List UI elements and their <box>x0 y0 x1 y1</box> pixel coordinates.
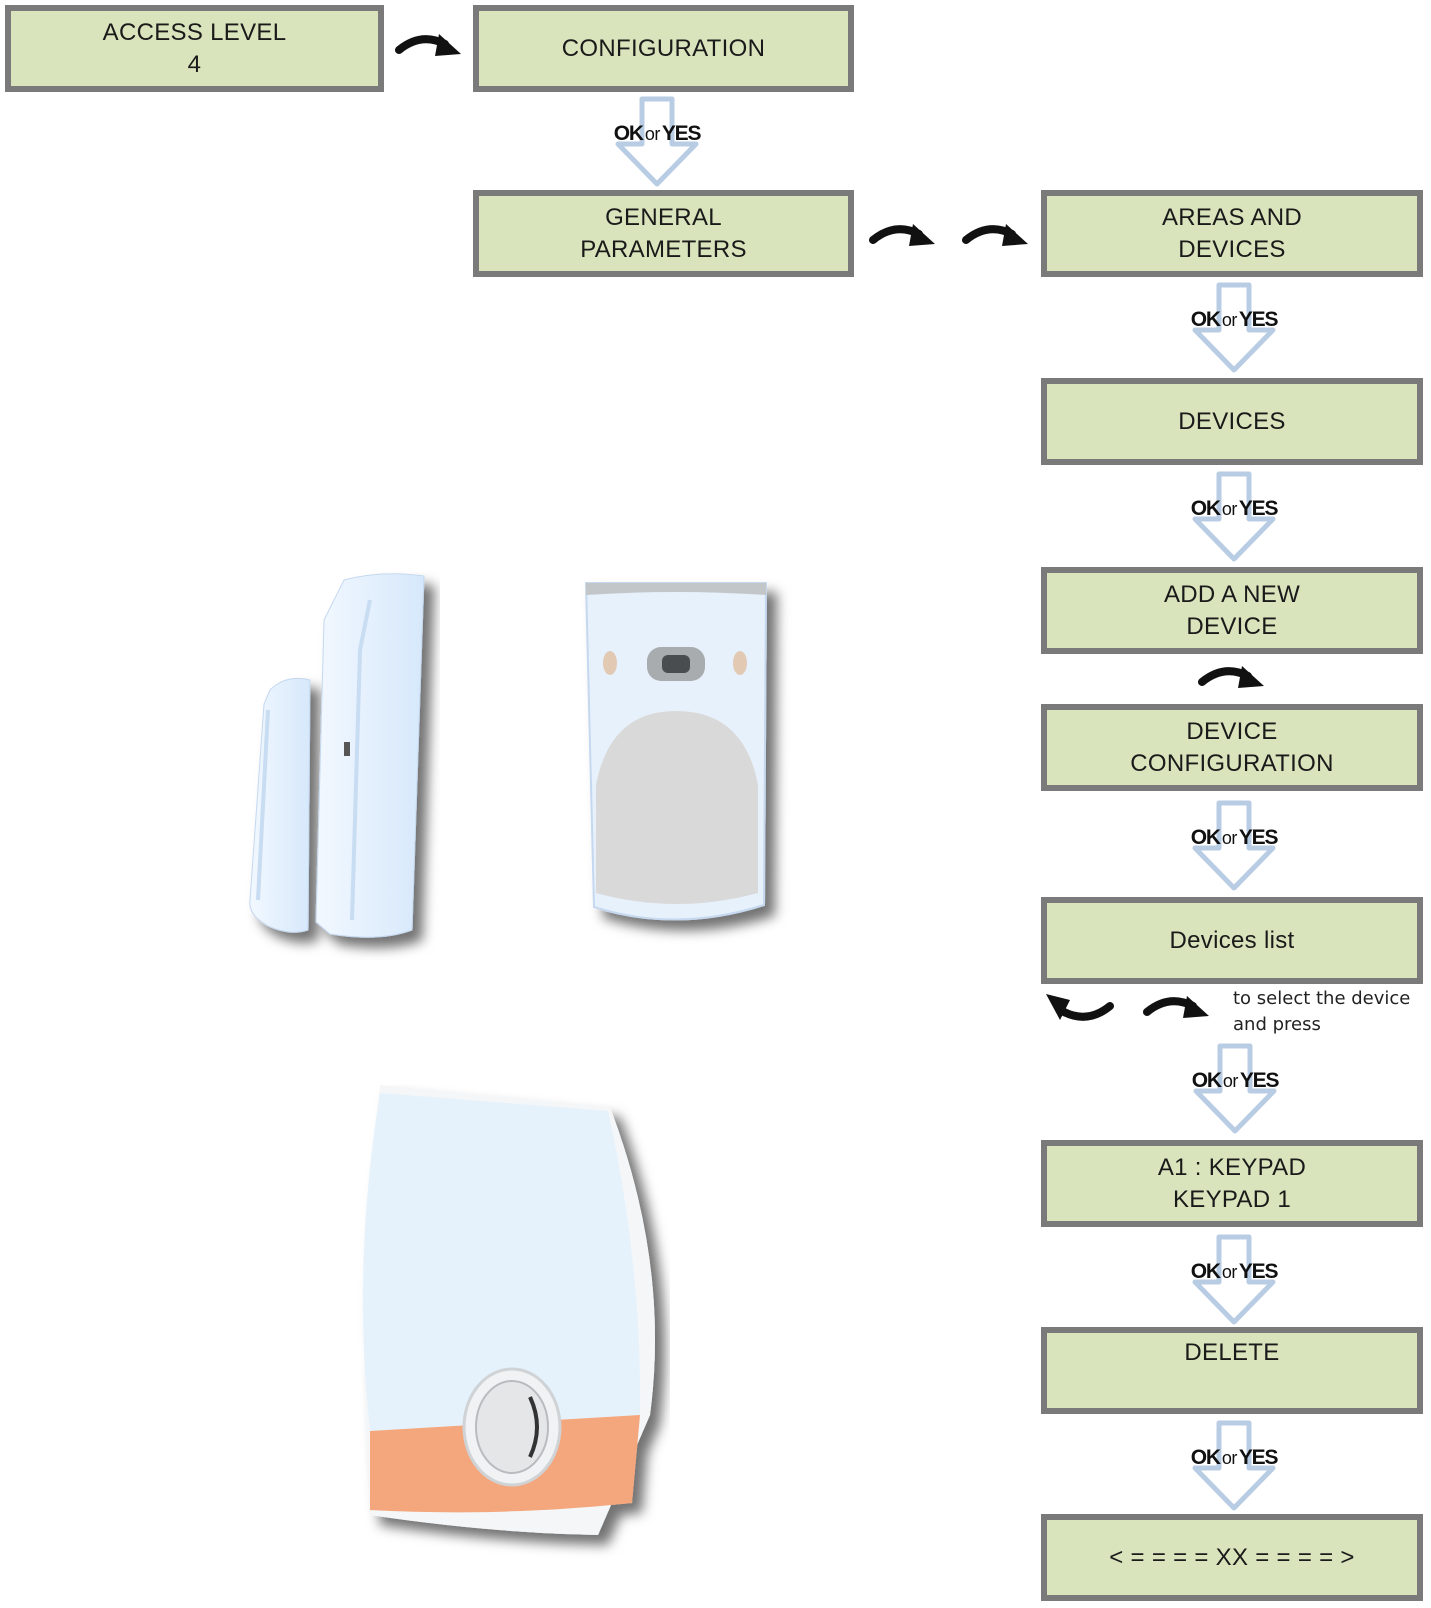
down-arrow-icon <box>1192 1234 1276 1325</box>
lcd-line: Devices list <box>1169 926 1295 954</box>
outdoor-siren-icon <box>362 1085 655 1535</box>
lcd-line: KEYPAD 1 <box>1172 1185 1291 1213</box>
lcd-line: DEVICE <box>1186 717 1278 745</box>
down-arrow-icon <box>1192 800 1276 891</box>
lcd-line: PARAMETERS <box>580 235 747 263</box>
lcd-general-parameters: GENERAL PARAMETERS <box>473 190 854 277</box>
lcd-configuration: CONFIGURATION <box>473 5 854 92</box>
lcd-line: DELETE <box>1184 1339 1280 1366</box>
lcd-line: DEVICES <box>1178 235 1286 263</box>
selection-note: to select the device and press <box>1233 986 1410 1038</box>
curved-arrow-right-icon <box>395 34 461 56</box>
lcd-line: 4 <box>187 50 202 78</box>
down-arrow-icon <box>1192 1420 1276 1511</box>
lcd-line: AREAS AND <box>1161 203 1303 231</box>
lcd-line: < = = = = XX = = = = > <box>1109 1543 1355 1571</box>
lcd-delete: DELETE <box>1041 1327 1423 1414</box>
lcd-line: DEVICES <box>1178 407 1286 435</box>
lcd-devices: DEVICES <box>1041 378 1423 465</box>
curved-arrow-right-icon <box>962 224 1028 246</box>
down-arrow-icon <box>615 96 699 187</box>
lcd-add-new-device: ADD A NEW DEVICE <box>1041 567 1423 654</box>
lcd-line: ACCESS LEVEL <box>102 18 287 46</box>
lcd-line: DEVICE <box>1186 612 1278 640</box>
lcd-line: A1 : KEYPAD <box>1157 1153 1307 1181</box>
note-line: to select the device <box>1233 988 1411 1009</box>
curved-arrow-right-icon <box>869 224 935 246</box>
lcd-line: CONFIGURATION <box>561 34 766 62</box>
note-line: and press <box>1233 1014 1321 1035</box>
lcd-line: ADD A NEW <box>1163 580 1301 608</box>
lcd-device-configuration: DEVICE CONFIGURATION <box>1041 704 1423 791</box>
door-contact-sensor-icon <box>249 573 425 938</box>
down-arrow-icon <box>1192 282 1276 373</box>
down-arrow-icon <box>1193 1043 1277 1134</box>
motion-detector-icon <box>584 582 768 921</box>
lcd-xx: < = = = = XX = = = = > <box>1041 1514 1423 1601</box>
lcd-keypad: A1 : KEYPAD KEYPAD 1 <box>1041 1140 1423 1227</box>
curved-arrow-left-icon <box>1046 994 1114 1021</box>
lcd-line: CONFIGURATION <box>1130 749 1334 777</box>
lcd-areas-and-devices: AREAS AND DEVICES <box>1041 190 1423 277</box>
down-arrow-icon <box>1192 471 1276 562</box>
curved-arrow-right-icon <box>1143 996 1209 1018</box>
curved-arrow-right-icon <box>1198 666 1264 688</box>
lcd-access-level: ACCESS LEVEL 4 <box>5 5 384 92</box>
lcd-line: GENERAL <box>605 203 722 231</box>
lcd-devices-list: Devices list <box>1041 897 1423 984</box>
